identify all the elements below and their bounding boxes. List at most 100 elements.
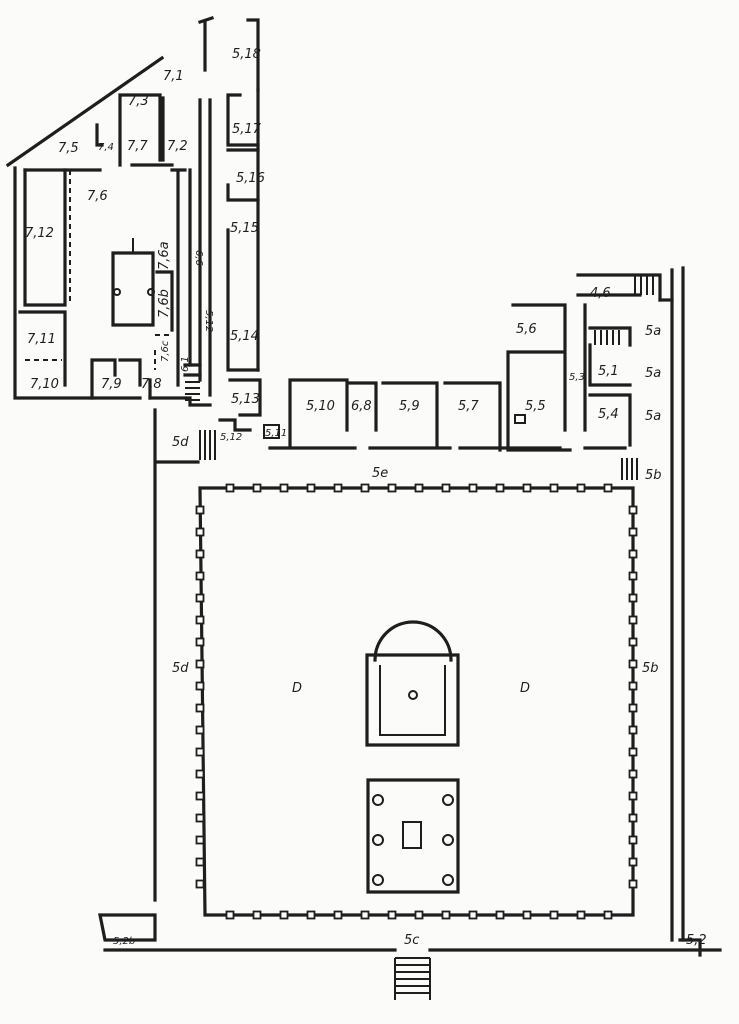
colonnade-pillars [195, 483, 638, 920]
label-5b-top: 5b [645, 468, 662, 483]
label-6-6: 6,6 [193, 250, 204, 266]
label-7-4: 7,4 [98, 142, 114, 153]
label-5-2: 5,2 [686, 933, 707, 948]
label-5a-2: 5a [645, 366, 661, 381]
label-7-5: 7,5 [58, 141, 79, 156]
pillar [195, 527, 205, 537]
pillar [628, 593, 638, 603]
label-4-6: 4,6 [590, 286, 611, 301]
pillar [441, 910, 451, 920]
label-7-7: 7,7 [127, 139, 148, 154]
label-7-9: 7,9 [101, 377, 122, 392]
label-5-12: 5,12 [220, 432, 242, 443]
room-labels: 5,18 7,1 7,3 7,4 7,5 7,7 7,2 5,17 5,16 5… [25, 47, 707, 948]
pillar [576, 910, 586, 920]
walls [5, 15, 722, 1000]
pillar [628, 703, 638, 713]
pillar [549, 483, 559, 493]
label-5a-3: 5a [645, 409, 661, 424]
pillar [387, 483, 397, 493]
pillar [576, 483, 586, 493]
label-5-5: 5,5 [525, 399, 546, 414]
pillar [195, 505, 205, 515]
pillar [549, 910, 559, 920]
pillar [195, 659, 205, 669]
pillar [628, 747, 638, 757]
pillar [414, 910, 424, 920]
pillar [628, 549, 638, 559]
label-7-6c: 7,6c [160, 340, 171, 362]
pillar [414, 483, 424, 493]
pillar [522, 910, 532, 920]
pillar [628, 637, 638, 647]
label-5-16: 5,16 [236, 171, 265, 186]
pillar [628, 879, 638, 889]
label-6-1: 6,1 [180, 356, 191, 372]
pillar [195, 769, 205, 779]
pillar [522, 483, 532, 493]
pillar [360, 910, 370, 920]
pillar [628, 791, 638, 801]
label-5-13: 5,13 [231, 392, 260, 407]
pillar [252, 910, 262, 920]
pillar [195, 747, 205, 757]
pillar [195, 571, 205, 581]
label-5-2b: 5,2b [113, 936, 135, 947]
pillar [495, 910, 505, 920]
label-7-11: 7,11 [27, 332, 56, 347]
label-5-7: 5,7 [458, 399, 479, 414]
pillar [306, 910, 316, 920]
label-5c: 5c [404, 933, 419, 948]
label-7-6: 7,6 [87, 189, 108, 204]
label-5-1: 5,1 [598, 364, 619, 379]
pillar [333, 910, 343, 920]
label-5-9: 5,9 [399, 399, 420, 414]
pillar [279, 910, 289, 920]
pillar [628, 571, 638, 581]
label-7-6b: 7,6b [157, 289, 172, 318]
pillar [279, 483, 289, 493]
pillar [628, 769, 638, 779]
label-5-12-corridor: 5,12 [203, 310, 214, 332]
label-7-10: 7,10 [30, 377, 59, 392]
label-5-11: 5,11 [265, 428, 287, 439]
label-5-18: 5,18 [232, 47, 261, 62]
label-7-8: 7,8 [141, 377, 162, 392]
label-5d: 5d [172, 661, 189, 676]
pillar [195, 791, 205, 801]
label-5-6: 5,6 [516, 322, 537, 337]
label-5-15: 5,15 [230, 221, 259, 236]
pillar [195, 879, 205, 889]
pillar [195, 725, 205, 735]
label-6-8: 6,8 [351, 399, 372, 414]
pillar [628, 659, 638, 669]
label-7-2: 7,2 [167, 139, 188, 154]
label-5-17: 5,17 [232, 122, 262, 137]
pillar [195, 835, 205, 845]
pillar [195, 703, 205, 713]
pillar [441, 483, 451, 493]
pillar [360, 483, 370, 493]
pillar [495, 483, 505, 493]
label-5e: 5e [372, 466, 388, 481]
pillar [468, 483, 478, 493]
pillar [628, 857, 638, 867]
label-5-3: 5,3 [569, 372, 585, 383]
label-5b: 5b [642, 661, 659, 676]
label-d-right: D [520, 681, 530, 696]
pillar [195, 593, 205, 603]
label-5-4: 5,4 [598, 407, 619, 422]
pillar [628, 615, 638, 625]
pillar [225, 483, 235, 493]
pillar [603, 910, 613, 920]
label-5a-1: 5a [645, 324, 661, 339]
pillar [628, 813, 638, 823]
pillar [603, 483, 613, 493]
pillar [628, 681, 638, 691]
label-5d-top: 5d [172, 435, 189, 450]
pillar [333, 483, 343, 493]
pillar [195, 615, 205, 625]
pillar [195, 637, 205, 647]
pillar [195, 857, 205, 867]
